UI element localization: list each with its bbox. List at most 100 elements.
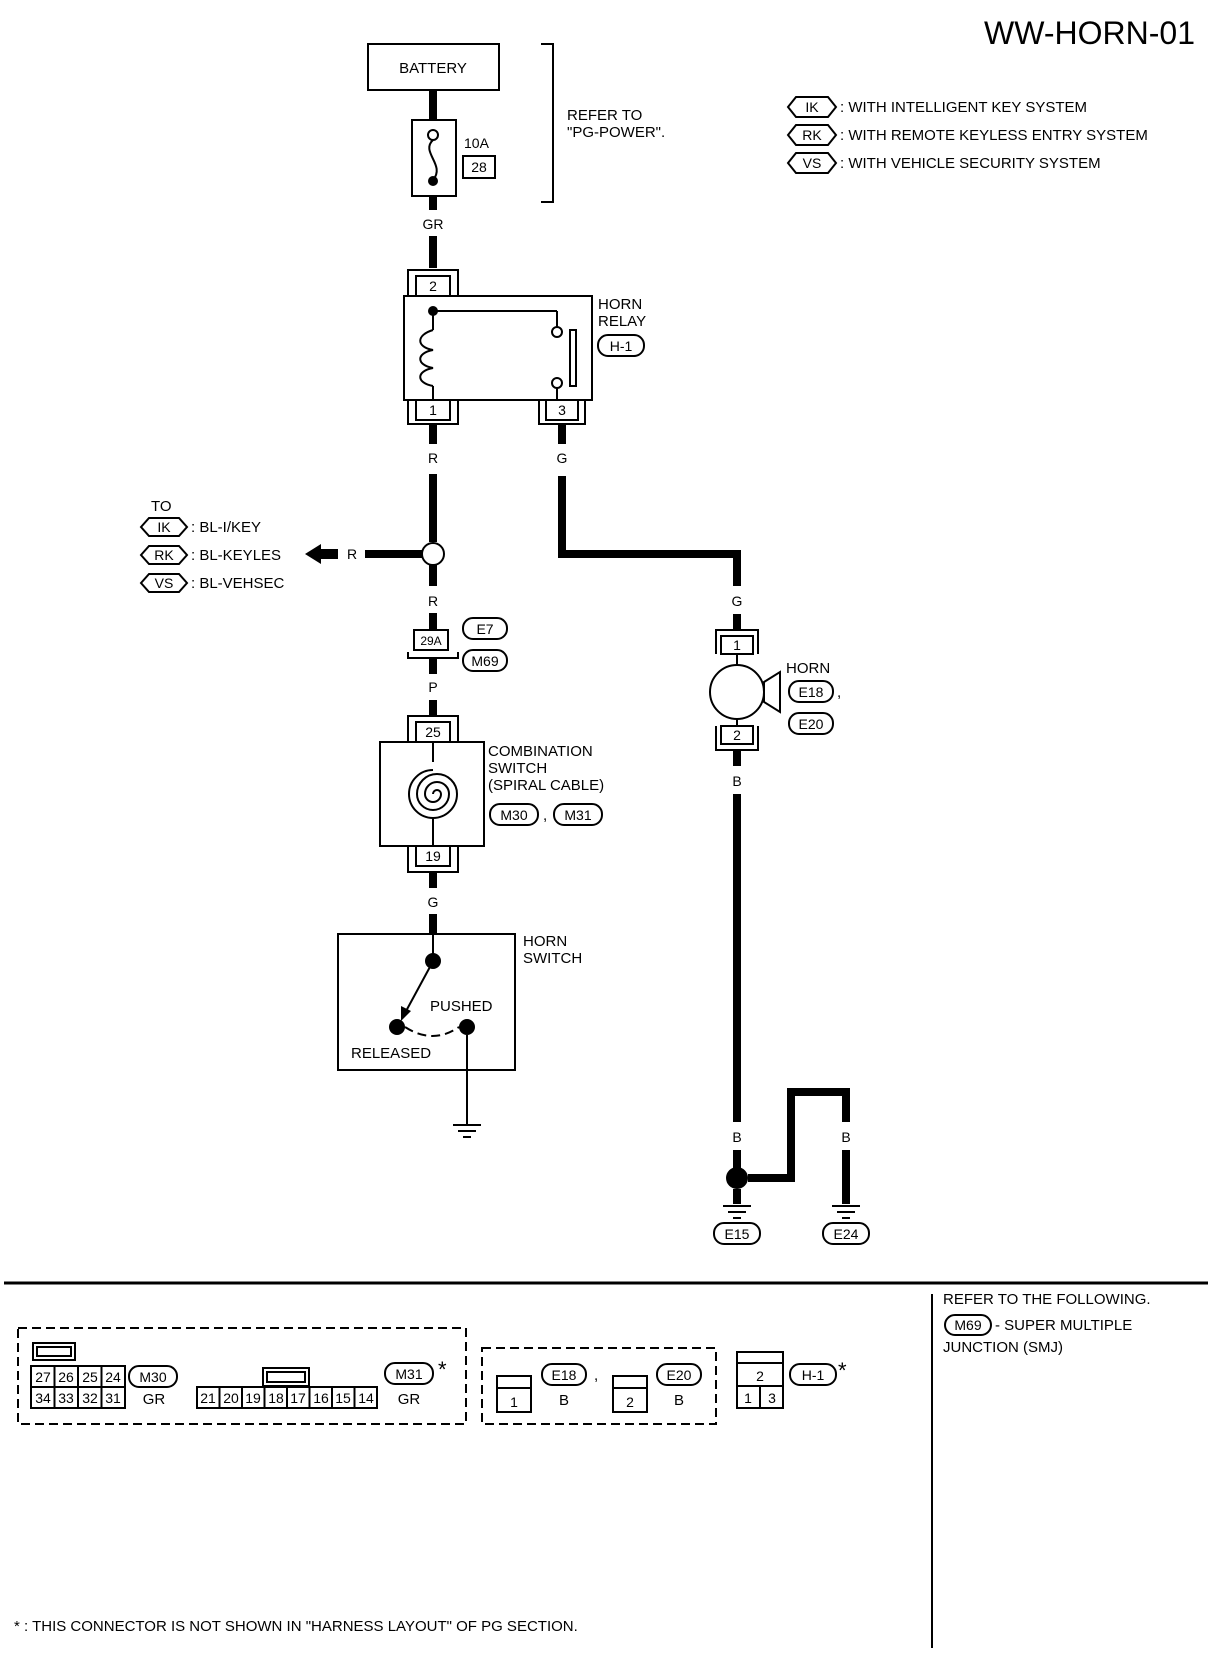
connector-group-e18-e20 — [481, 1347, 717, 1425]
horn: 1 2 — [709, 629, 781, 751]
horn-relay: 2 1 3 — [403, 269, 593, 425]
spiral-cable-icon — [407, 769, 459, 819]
combo-pin-25: 25 — [425, 724, 441, 740]
m31-pin-17: 17 — [290, 1390, 306, 1406]
battery-box — [367, 43, 500, 91]
relay-pin-1: 1 — [429, 402, 437, 418]
horn-switch-ground-icon — [453, 1124, 481, 1138]
legend-code-rk: RK — [802, 127, 822, 143]
wire-b-jumper — [748, 1088, 850, 1182]
diagram-title: WW-HORN-01 — [984, 15, 1195, 51]
wire-label-r-2: R — [428, 593, 438, 609]
combo-m30: M30 — [500, 807, 527, 823]
fuse-rating: 10A — [464, 135, 490, 151]
branch-code-vs: VS — [155, 575, 174, 591]
panel-e20-id: E20 — [667, 1367, 692, 1383]
refer-bracket — [541, 43, 554, 203]
branch-arrow — [305, 544, 338, 564]
footnote: * : THIS CONNECTOR IS NOT SHOWN IN "HARN… — [14, 1618, 578, 1635]
h1-pin-3: 3 — [768, 1390, 776, 1406]
panel-e18-id: E18 — [552, 1367, 577, 1383]
fuse-number: 28 — [471, 159, 487, 175]
branch-to: TO — [151, 498, 172, 515]
panel-m31-color: GR — [398, 1391, 421, 1408]
m30-pin-24: 24 — [105, 1369, 121, 1385]
legend-code-ik: IK — [805, 99, 819, 115]
wire-label-p: P — [428, 679, 437, 695]
legend: IK : WITH INTELLIGENT KEY SYSTEM RK : WI… — [786, 96, 1148, 174]
splice-point — [421, 542, 445, 566]
horn-pin-1: 1 — [733, 637, 741, 653]
combo-m31-oval — [553, 803, 603, 826]
combo-name-line-1: COMBINATION — [488, 743, 593, 760]
branch-code-rk: RK — [154, 547, 174, 563]
ground-e15-oval — [713, 1222, 761, 1245]
wire-g-to-horn — [558, 476, 741, 586]
horn-separator: , — [837, 684, 841, 701]
branch-text-rk: : BL-KEYLES — [191, 547, 281, 564]
h1-pin-1: 1 — [744, 1390, 752, 1406]
fuse-element — [428, 139, 438, 181]
combo-m31: M31 — [564, 807, 591, 823]
m30-pin-26: 26 — [58, 1369, 74, 1385]
panel-separator: , — [594, 1367, 598, 1384]
wire-label-r-branch: R — [347, 546, 357, 562]
legend-text-rk: : WITH REMOTE KEYLESS ENTRY SYSTEM — [840, 127, 1148, 144]
combo-m30-oval — [489, 803, 539, 826]
combo-separator: , — [543, 807, 547, 824]
e20-pin-2: 2 — [626, 1394, 634, 1410]
horn-switch-name-1: HORN — [523, 933, 567, 950]
wire-label-b-4: B — [841, 1129, 850, 1145]
legend-text-vs: : WITH VEHICLE SECURITY SYSTEM — [840, 155, 1101, 172]
combo-name-line-2: SWITCH — [488, 760, 547, 777]
junction-e7: E7 — [476, 621, 493, 637]
horn-switch-lever — [404, 964, 432, 1014]
horn-switch-pushed-contact — [459, 1019, 475, 1035]
m30-pin-27: 27 — [35, 1369, 51, 1385]
junction-pin: 29A — [420, 634, 441, 648]
m31-pin-14: 14 — [358, 1390, 374, 1406]
refer-note-line-2: "PG-POWER". — [567, 124, 665, 141]
m31-pin-19: 19 — [245, 1390, 261, 1406]
panel-e20-oval — [656, 1363, 702, 1386]
panel-m31-star: * — [438, 1357, 447, 1382]
m30-pin-32: 32 — [82, 1390, 98, 1406]
panel-e18-oval — [541, 1363, 587, 1386]
refer-following-line-1: REFER TO THE FOLLOWING. — [943, 1291, 1151, 1308]
wire-label-gr: GR — [423, 216, 444, 232]
horn-switch-released-contact — [389, 1019, 405, 1035]
refer-following-m69: M69 — [954, 1317, 981, 1333]
relay-coil — [419, 329, 434, 387]
m30-pin-31: 31 — [105, 1390, 121, 1406]
panel-m31-id: M31 — [395, 1366, 422, 1382]
refer-note-line-1: REFER TO — [567, 107, 642, 124]
junction-connector — [413, 629, 449, 651]
wire-label-g-1: G — [428, 894, 439, 910]
branch-text-ik: : BL-I/KEY — [191, 519, 261, 536]
ground-e15: E15 — [725, 1226, 750, 1242]
wire-label-g-2: G — [557, 450, 568, 466]
m30-pin-34: 34 — [35, 1390, 51, 1406]
branch-code-ik: IK — [157, 519, 171, 535]
m31-pin-15: 15 — [335, 1390, 351, 1406]
m31-pin-21: 21 — [200, 1390, 216, 1406]
panel-e20-color: B — [674, 1392, 684, 1409]
panel-m31-oval — [384, 1362, 434, 1385]
e18-pin-1: 1 — [510, 1394, 518, 1410]
m31-pin-20: 20 — [223, 1390, 239, 1406]
combo-name-line-3: (SPIRAL CABLE) — [488, 777, 604, 794]
relay-connector-id: H-1 — [610, 338, 633, 354]
horn-name: HORN — [786, 660, 830, 677]
panel-m30-id: M30 — [139, 1369, 166, 1385]
panel-h1-oval — [789, 1363, 837, 1386]
relay-pin-3: 3 — [558, 402, 566, 418]
ground-e15-icon — [723, 1205, 751, 1219]
horn-switch-pivot — [425, 953, 441, 969]
ground-e24: E24 — [834, 1226, 859, 1242]
wire-label-g-3: G — [732, 593, 743, 609]
wire-label-b-2: B — [732, 1129, 741, 1145]
relay-name-line-2: RELAY — [598, 313, 646, 330]
horn-e18: E18 — [799, 684, 824, 700]
junction-m69: M69 — [471, 653, 498, 669]
